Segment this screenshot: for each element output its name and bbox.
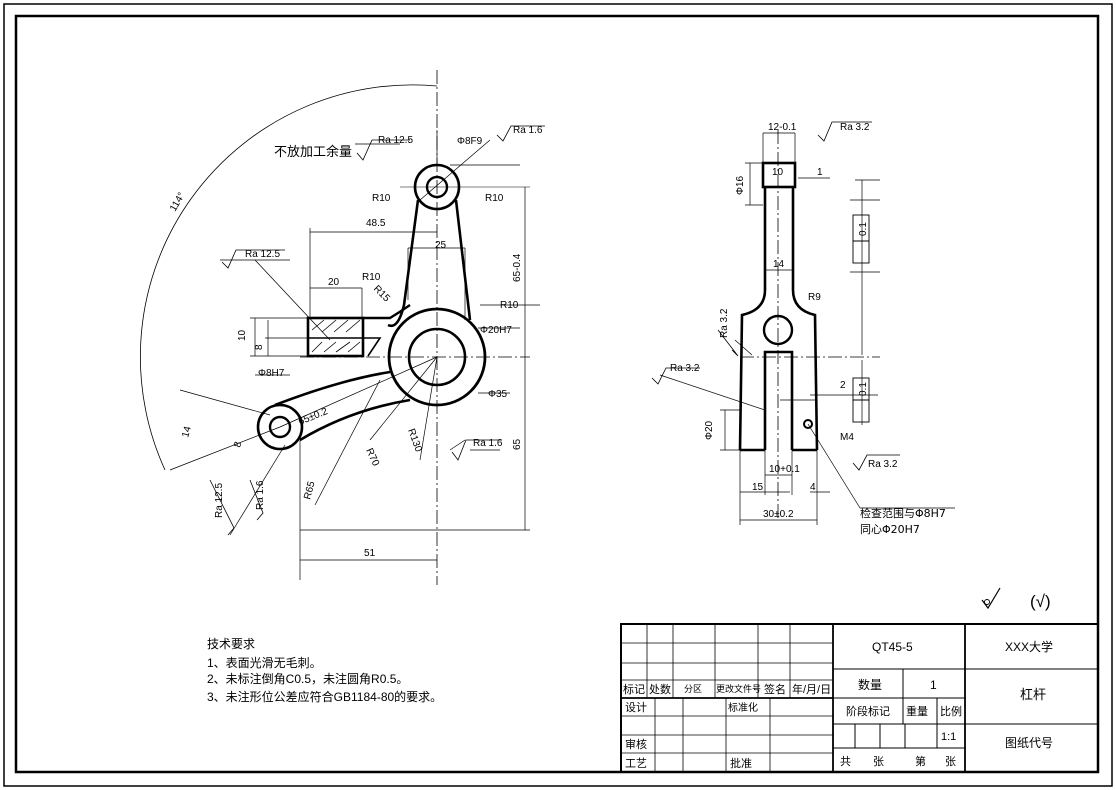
note-1: 1、表面光滑无毛刺。 (207, 656, 322, 670)
tb-scale: 1:1 (941, 731, 956, 743)
inner-border (14, 14, 1100, 774)
dim-65: 65 (512, 438, 523, 450)
ra-3-2-top: Ra 3.2 (840, 122, 870, 133)
ra-1-6-top: Ra 1.6 (513, 125, 543, 136)
tb-mark: 标记 (623, 682, 645, 696)
front-view (140, 70, 545, 585)
technical-notes: 技术要求 1、表面光滑无毛刺。 2、未标注倒角C0.5，未注圆角R0.5。 3、… (207, 637, 442, 704)
r10-right: R10 (485, 193, 504, 204)
roughness-symbol-icon (981, 587, 1001, 610)
tb-scale-label: 比例 (940, 704, 962, 718)
dim-51: 51 (364, 548, 376, 559)
dim-30: 30±0.2 (763, 509, 794, 520)
angle-114: 114° (168, 191, 188, 214)
dim-4: 4 (810, 482, 816, 493)
r10-mid: R10 (362, 272, 381, 283)
tb-sheets-label: 张 (873, 755, 884, 768)
tb-review: 审核 (625, 737, 647, 751)
dim-16: Φ16 (735, 175, 746, 195)
dim-10: 10 (237, 329, 248, 341)
dim-35: Φ35 (488, 389, 508, 400)
tb-doc: 更改文件号 (716, 683, 761, 694)
side-view (651, 121, 955, 525)
dim-14: 14 (180, 425, 194, 439)
bore-center-dim: Φ20H7 (480, 325, 512, 336)
tb-page-label: 第 (915, 754, 926, 768)
ra-12-5-mid: Ra 12.5 (245, 249, 280, 260)
r65: R65 (302, 480, 317, 501)
front-view-labels: 不放加工余量 Ra 12.5 Ra 1.6 Φ8F9 R10 R10 48.5 … (168, 125, 543, 559)
notes-title: 技术要求 (207, 637, 255, 651)
tol-0-1-mid: 0.1 (858, 382, 869, 396)
title-block (620, 623, 1099, 773)
dim-10: 10 (772, 167, 784, 178)
tb-total-label: 共 (840, 755, 851, 768)
dim-1: 1 (817, 167, 823, 178)
tb-count: 处数 (649, 683, 671, 696)
tb-design: 设计 (625, 701, 647, 714)
tb-process: 工艺 (625, 757, 647, 770)
tb-sign: 签名 (764, 682, 786, 696)
tb-school: XXX大学 (1005, 639, 1053, 654)
ra-1-6-low: Ra 1.6 (473, 438, 503, 449)
title-block-text: QT45-5 XXX大学 数量 1 杠杆 阶段标记 重量 比例 1:1 图纸代号… (623, 639, 1053, 770)
dim-48-5: 48.5 (366, 218, 386, 229)
ra-3-2-left: Ra 3.2 (719, 308, 730, 338)
r10-right2: R10 (500, 300, 519, 311)
general-roughness: (√) (1030, 592, 1051, 611)
roughness-circle-icon (984, 599, 990, 605)
note-no-machining: 不放加工余量 (274, 144, 352, 160)
bore-top-dim: Φ8F9 (457, 136, 483, 147)
tb-weight-label: 重量 (906, 704, 928, 718)
r9: R9 (808, 292, 821, 303)
note-check: 检查范围与Φ8H7 (860, 506, 946, 520)
dim-65-center: 65±0.2 (297, 406, 330, 428)
dim-65-tol: 65-0.4 (512, 253, 523, 282)
note-concentric: 同心Φ20H7 (860, 523, 920, 536)
tol-0-1-top: 0.1 (858, 222, 869, 236)
tb-qty-label: 数量 (858, 677, 882, 692)
ra-12-5-low: Ra 12.5 (214, 483, 225, 518)
r10-left: R10 (372, 193, 391, 204)
ra-12-5-top: Ra 12.5 (378, 135, 413, 146)
r130: R130 (405, 427, 424, 454)
dim-12: 12-0.1 (768, 122, 797, 133)
tb-part-name: 杠杆 (1020, 687, 1046, 702)
r15: R15 (371, 284, 392, 305)
tb-stage-label: 阶段标记 (846, 704, 890, 718)
thread-m4: M4 (840, 432, 854, 443)
note-3: 3、未注形位公差应符合GB1184-80的要求。 (207, 689, 442, 704)
dim-2: 2 (840, 380, 846, 391)
dim-8-small: 8 (232, 440, 244, 449)
side-view-labels: 12-0.1 Ra 3.2 10 1 Φ16 14 R9 0.1 Ra 3.2 … (670, 122, 946, 536)
tb-standard: 标准化 (728, 701, 758, 714)
tb-date: 年/月/日 (792, 682, 831, 696)
outer-border (3, 3, 1113, 787)
dim-25: 25 (435, 240, 447, 251)
dim-20: Φ20 (704, 420, 715, 440)
ra-3-2-right: Ra 3.2 (868, 459, 898, 470)
dim-14: 14 (773, 259, 785, 270)
dim-20: 20 (328, 277, 340, 288)
bore-left-dim: Φ8H7 (258, 368, 285, 379)
dim-8: 8 (254, 344, 265, 350)
dim-10-low: 10+0.1 (769, 464, 800, 475)
note-2: 2、未标注倒角C0.5，未注圆角R0.5。 (207, 671, 408, 686)
tb-material: QT45-5 (872, 640, 913, 654)
tb-page-sheets-label: 张 (945, 755, 956, 768)
r70: R70 (363, 447, 381, 469)
ra-1-6-left: Ra 1.6 (255, 480, 266, 510)
tb-drawing-no: 图纸代号 (1005, 736, 1053, 750)
tb-approve: 批准 (730, 756, 752, 770)
tb-zone: 分区 (684, 684, 702, 694)
tb-qty: 1 (930, 678, 937, 692)
dim-15: 15 (752, 482, 764, 493)
ra-3-2-left2: Ra 3.2 (670, 363, 700, 374)
